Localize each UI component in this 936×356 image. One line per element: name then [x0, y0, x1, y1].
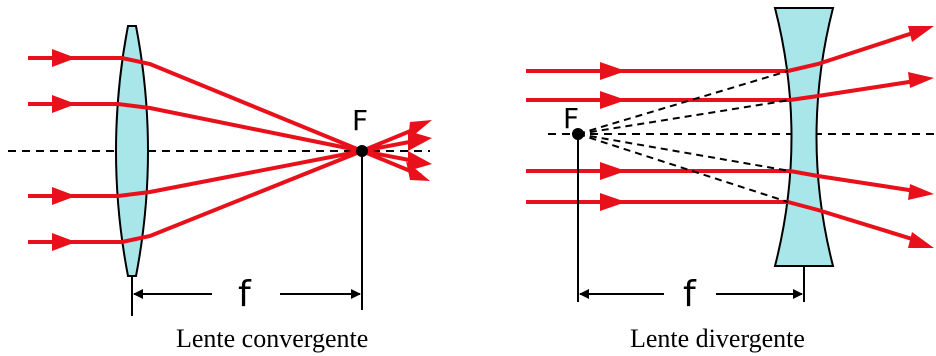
- refracted-ray-1: [787, 28, 923, 73]
- refracted-ray-4: [120, 125, 422, 244]
- incoming-arrowheads-left: [52, 49, 76, 251]
- ray-arrowhead: [52, 187, 76, 205]
- ray-arrowhead: [600, 91, 626, 109]
- outgoing-arrowheads-left: [406, 120, 432, 181]
- diverging-lens-diagram: F f Lente divergente: [526, 7, 936, 353]
- ray-arrowhead: [408, 131, 432, 151]
- converging-lens: [115, 25, 149, 277]
- focus-label-left: F: [352, 104, 368, 137]
- caption-converging: Lente convergente: [176, 324, 368, 353]
- ray-arrowhead: [908, 232, 934, 248]
- focus-label-right: F: [563, 102, 579, 135]
- ray-arrowhead: [408, 120, 432, 140]
- refracted-ray-3: [789, 169, 923, 194]
- caption-diverging: Lente divergente: [630, 324, 805, 353]
- focal-length-label-right: f: [683, 274, 697, 315]
- ray-arrowhead: [52, 49, 76, 67]
- focal-length-label-left: f: [238, 274, 252, 315]
- incoming-arrowheads-right: [600, 62, 626, 211]
- refracted-ray-4: [787, 200, 923, 244]
- ray-arrowhead: [408, 151, 432, 171]
- refracted-rays-right: [787, 28, 923, 244]
- virtual-ray-1: [577, 70, 789, 135]
- refracted-ray-2: [789, 78, 923, 102]
- incoming-rays-right: [526, 69, 790, 204]
- ray-arrowhead: [600, 162, 626, 180]
- diverging-lens: [773, 7, 835, 267]
- converging-lens-diagram: F f Lente convergente: [8, 25, 432, 353]
- ray-arrowhead: [52, 233, 76, 251]
- ray-arrowhead: [52, 95, 76, 113]
- ray-arrowhead: [908, 26, 934, 42]
- ray-arrowhead: [600, 62, 626, 80]
- ray-arrowhead: [908, 72, 934, 88]
- ray-arrowhead: [600, 193, 626, 211]
- refracted-ray-2: [116, 102, 422, 164]
- virtual-rays-right: [577, 70, 791, 203]
- refracted-ray-1: [120, 56, 422, 177]
- ray-arrowhead: [908, 184, 934, 200]
- refracted-rays-left: [116, 56, 422, 244]
- refracted-ray-3: [116, 138, 422, 198]
- outgoing-arrowheads-right: [908, 26, 934, 248]
- virtual-ray-4: [577, 133, 789, 203]
